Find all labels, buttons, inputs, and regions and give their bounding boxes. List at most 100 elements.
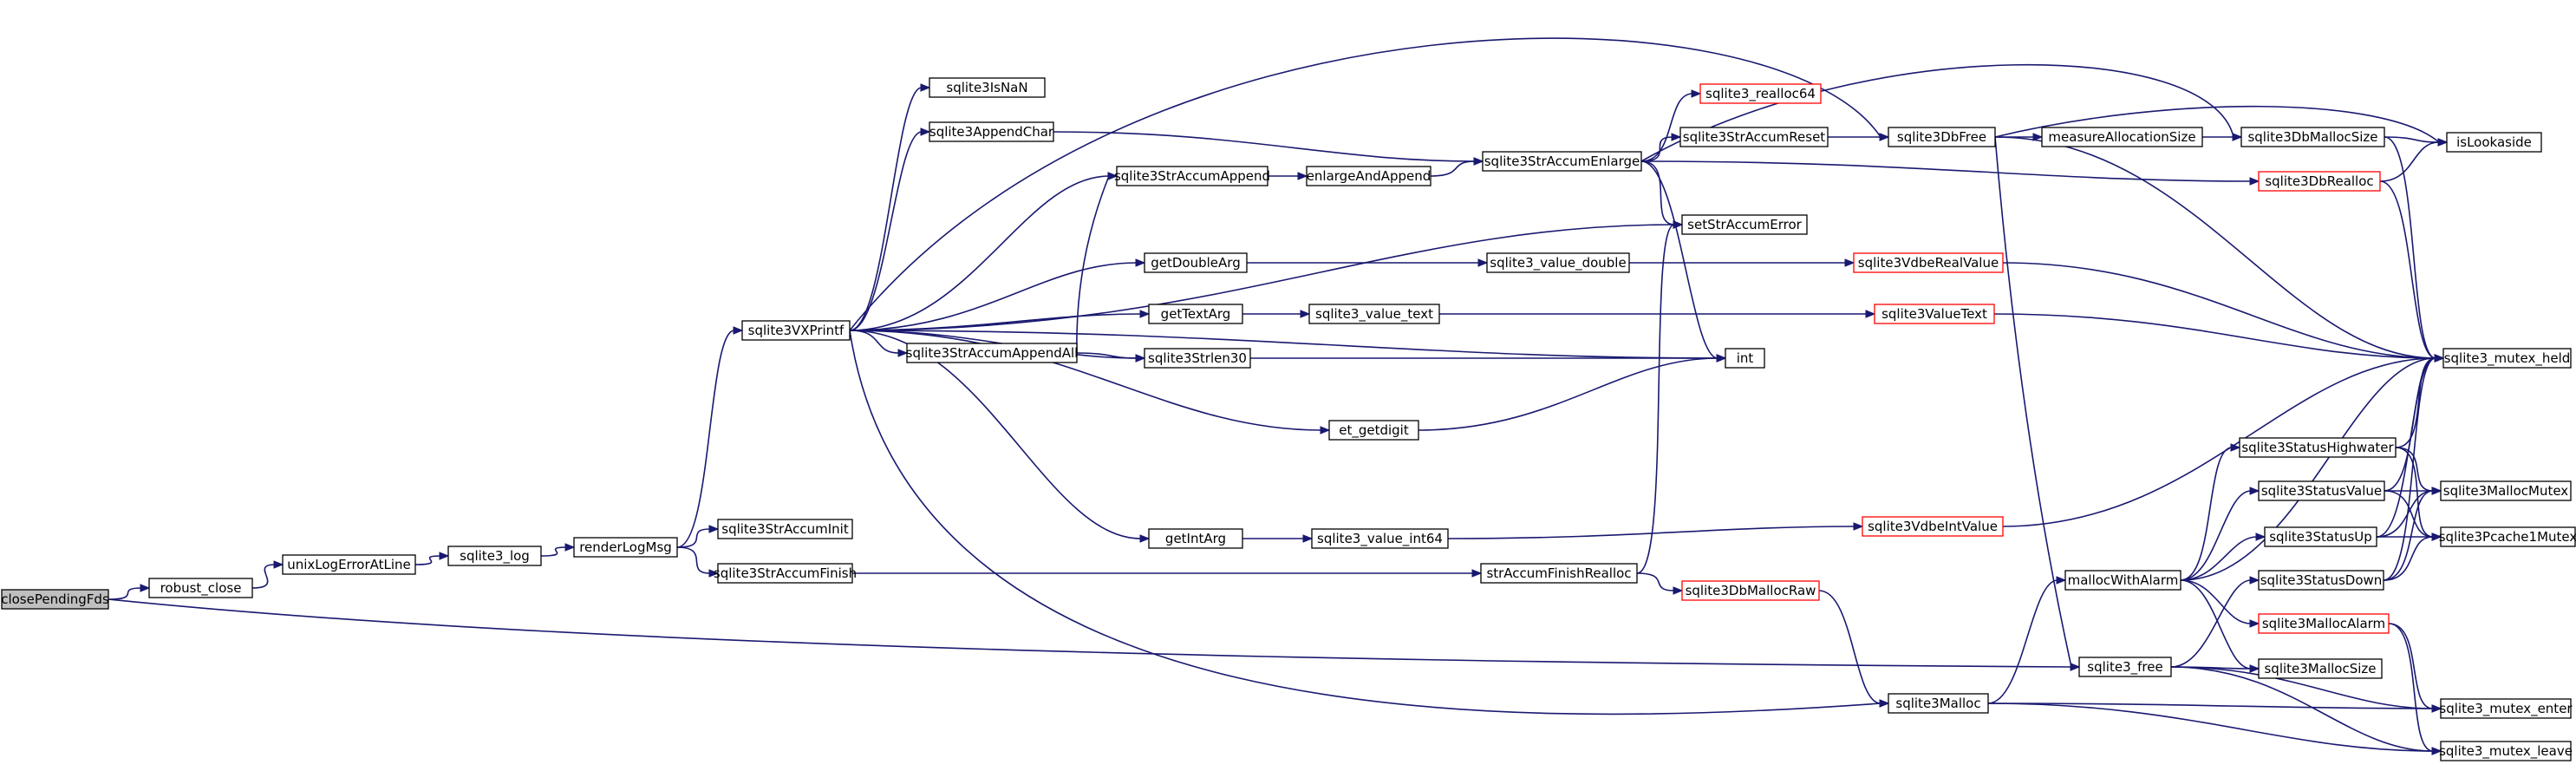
node-label: sqlite3VXPrintf [748, 323, 845, 338]
node-int[interactable]: int [1725, 348, 1765, 369]
node-sqlite3-log[interactable]: sqlite3_log [447, 546, 542, 566]
node-is-lookaside[interactable]: isLookaside [2446, 132, 2542, 153]
node-label: sqlite3DbMallocSize [2247, 129, 2377, 145]
node-sqlite3-db-malloc-raw[interactable]: sqlite3DbMallocRaw [1681, 580, 1820, 601]
node-sqlite3-vdbe-real-value[interactable]: sqlite3VdbeRealValue [1853, 252, 2004, 273]
node-sqlite3-value-text[interactable]: sqlite3ValueText [1874, 304, 1995, 324]
node-sqlite3-vxprintf[interactable]: sqlite3VXPrintf [741, 320, 851, 341]
node-set-str-accum-error[interactable]: setStrAccumError [1681, 214, 1808, 235]
arrowhead-icon [1671, 133, 1682, 141]
node-sqlite3-str-accum-enlarge[interactable]: sqlite3StrAccumEnlarge [1482, 151, 1642, 172]
node-render-log-msg[interactable]: renderLogMsg [573, 537, 678, 558]
node-sqlite3-db-free[interactable]: sqlite3DbFree [1888, 127, 1996, 147]
node-label: sqlite3_mutex_held [2444, 350, 2571, 367]
node-get-double-arg[interactable]: getDoubleArg [1144, 252, 1248, 273]
node-sqlite3-str-accum-reset[interactable]: sqlite3StrAccumReset [1679, 127, 1829, 147]
node-box [1148, 304, 1243, 324]
node-robust-close[interactable]: robust_close [148, 578, 253, 598]
node-sqlite3-malloc[interactable]: sqlite3Malloc [1888, 693, 1989, 714]
edge-sqlite3-vxprintf-to-sqlite3-str-accum-append-all [849, 330, 900, 354]
arrowhead-icon [1139, 310, 1151, 318]
arrowhead-icon [2232, 133, 2243, 141]
node-sqlite3-value-double[interactable]: sqlite3_value_double [1486, 252, 1630, 273]
node-box [1681, 580, 1820, 601]
node-sqlite3-status-up[interactable]: sqlite3StatusUp [2264, 526, 2377, 547]
arrowhead-icon [140, 584, 151, 592]
node-sqlite3-malloc-size[interactable]: sqlite3MallocSize [2258, 658, 2383, 679]
node-label: sqlite3_log [460, 548, 530, 565]
arrowhead-icon [1135, 258, 1146, 267]
node-sqlite3-is-na-n[interactable]: sqlite3IsNaN [929, 77, 1046, 98]
node-label: sqlite3AppendChar [929, 124, 1054, 140]
node-label: unixLogErrorAtLine [287, 557, 411, 572]
node-box [2264, 526, 2377, 547]
node-label: sqlite3StrAccumAppend [1114, 168, 1270, 184]
edge-sqlite3-vxprintf-to-sqlite3-append-char [849, 131, 923, 331]
node-label: et_getdigit [1339, 422, 1409, 439]
node-label: strAccumFinishRealloc [1486, 565, 1631, 581]
node-sqlite3-vdbe-int-value[interactable]: sqlite3VdbeIntValue [1862, 516, 2004, 537]
arrowhead-icon [564, 543, 576, 552]
node-sqlite3-status-down[interactable]: sqlite3StatusDown [2258, 570, 2384, 591]
node-sqlite3-pcache1-mutex[interactable]: sqlite3Pcache1Mutex [2439, 526, 2576, 547]
node-sqlite3-value-int64[interactable]: sqlite3_value_int64 [1311, 528, 1449, 549]
arrowhead-icon [2056, 576, 2067, 585]
arrowhead-icon [1673, 220, 1684, 229]
node-box [2240, 127, 2385, 147]
node-box [1874, 304, 1995, 324]
arrowhead-icon [2249, 576, 2260, 585]
node-box [1, 589, 109, 610]
node-sqlite3-free[interactable]: sqlite3_free [2078, 657, 2172, 677]
node-label: sqlite3DbFree [1897, 129, 1986, 145]
arrowhead-icon [1853, 522, 1864, 531]
node-sqlite3-db-realloc[interactable]: sqlite3DbRealloc [2258, 171, 2381, 192]
node-box [929, 77, 1046, 98]
node-unix-log-error-at-line[interactable]: unixLogErrorAtLine [282, 554, 416, 575]
edge-sqlite3-str-accum-append-all-to-sqlite3-str-accum-append [1076, 175, 1110, 354]
node-box [2258, 658, 2383, 679]
node-sqlite3-append-char[interactable]: sqlite3AppendChar [929, 121, 1054, 142]
node-get-int-arg[interactable]: getIntArg [1148, 528, 1243, 549]
edge-sqlite3-malloc-to-malloc-with-alarm [1987, 579, 2058, 704]
node-sqlite3-status-value[interactable]: sqlite3StatusValue [2258, 480, 2385, 501]
node-sqlite3-malloc-mutex[interactable]: sqlite3MallocMutex [2440, 480, 2572, 501]
node-sqlite3-status-highwater[interactable]: sqlite3StatusHighwater [2239, 437, 2397, 458]
node-sqlite3-strlen30[interactable]: sqlite3Strlen30 [1144, 348, 1251, 369]
node-label: sqlite3MallocAlarm [2262, 616, 2385, 631]
node-get-text-arg[interactable]: getTextArg [1148, 304, 1243, 324]
node-sqlite3-mutex-held[interactable]: sqlite3_mutex_held [2442, 348, 2572, 369]
edge-malloc-with-alarm-to-sqlite3-malloc-alarm [2180, 579, 2252, 624]
node-sqlite3-db-malloc-size[interactable]: sqlite3DbMallocSize [2240, 127, 2385, 147]
node-enlarge-and-append[interactable]: enlargeAndAppend [1306, 166, 1431, 186]
node-str-accum-finish-realloc[interactable]: strAccumFinishRealloc [1480, 563, 1638, 584]
node-sqlite3-realloc64[interactable]: sqlite3_realloc64 [1699, 83, 1822, 104]
arrowhead-icon [1471, 569, 1483, 578]
node-sqlite3-str-accum-finish[interactable]: sqlite3StrAccumFinish [714, 563, 857, 584]
arrowhead-icon [1139, 534, 1151, 543]
node-et-getdigit[interactable]: et_getdigit [1328, 420, 1419, 441]
edge-malloc-with-alarm-to-sqlite3-status-up [2180, 536, 2258, 581]
node-label: sqlite3_value_double [1490, 255, 1626, 271]
node-sqlite3-value-text[interactable]: sqlite3_value_text [1308, 304, 1440, 324]
arrowhead-icon [1300, 310, 1311, 318]
edge-close-pending-fds-to-sqlite3-free [108, 598, 2072, 668]
edge-sqlite3-db-free-to-is-lookaside [1994, 105, 2440, 143]
node-close-pending-fds[interactable]: closePendingFds [1, 589, 109, 610]
node-box [2440, 526, 2576, 547]
node-box [2064, 570, 2181, 591]
node-label: sqlite3MallocSize [2264, 661, 2376, 676]
node-sqlite3-str-accum-append-all[interactable]: sqlite3StrAccumAppendAll [906, 343, 1079, 363]
node-sqlite3-mutex-enter[interactable]: sqlite3_mutex_enter [2439, 698, 2573, 719]
node-box [2258, 171, 2381, 192]
node-sqlite3-str-accum-append[interactable]: sqlite3StrAccumAppend [1114, 166, 1270, 186]
node-sqlite3-mutex-leave[interactable]: sqlite3_mutex_leave [2439, 741, 2573, 761]
node-label: sqlite3_realloc64 [1705, 86, 1816, 102]
node-measure-allocation-size[interactable]: measureAllocationSize [2041, 127, 2203, 147]
edge-sqlite3-status-highwater-to-sqlite3-pcache1-mutex [2395, 447, 2434, 538]
node-malloc-with-alarm[interactable]: mallocWithAlarm [2064, 570, 2181, 591]
arrowhead-icon [2249, 664, 2260, 673]
arrowhead-icon [2431, 704, 2442, 713]
node-sqlite3-malloc-alarm[interactable]: sqlite3MallocAlarm [2258, 613, 2390, 634]
node-sqlite3-str-accum-init[interactable]: sqlite3StrAccumInit [717, 519, 853, 539]
node-box [1306, 166, 1431, 186]
